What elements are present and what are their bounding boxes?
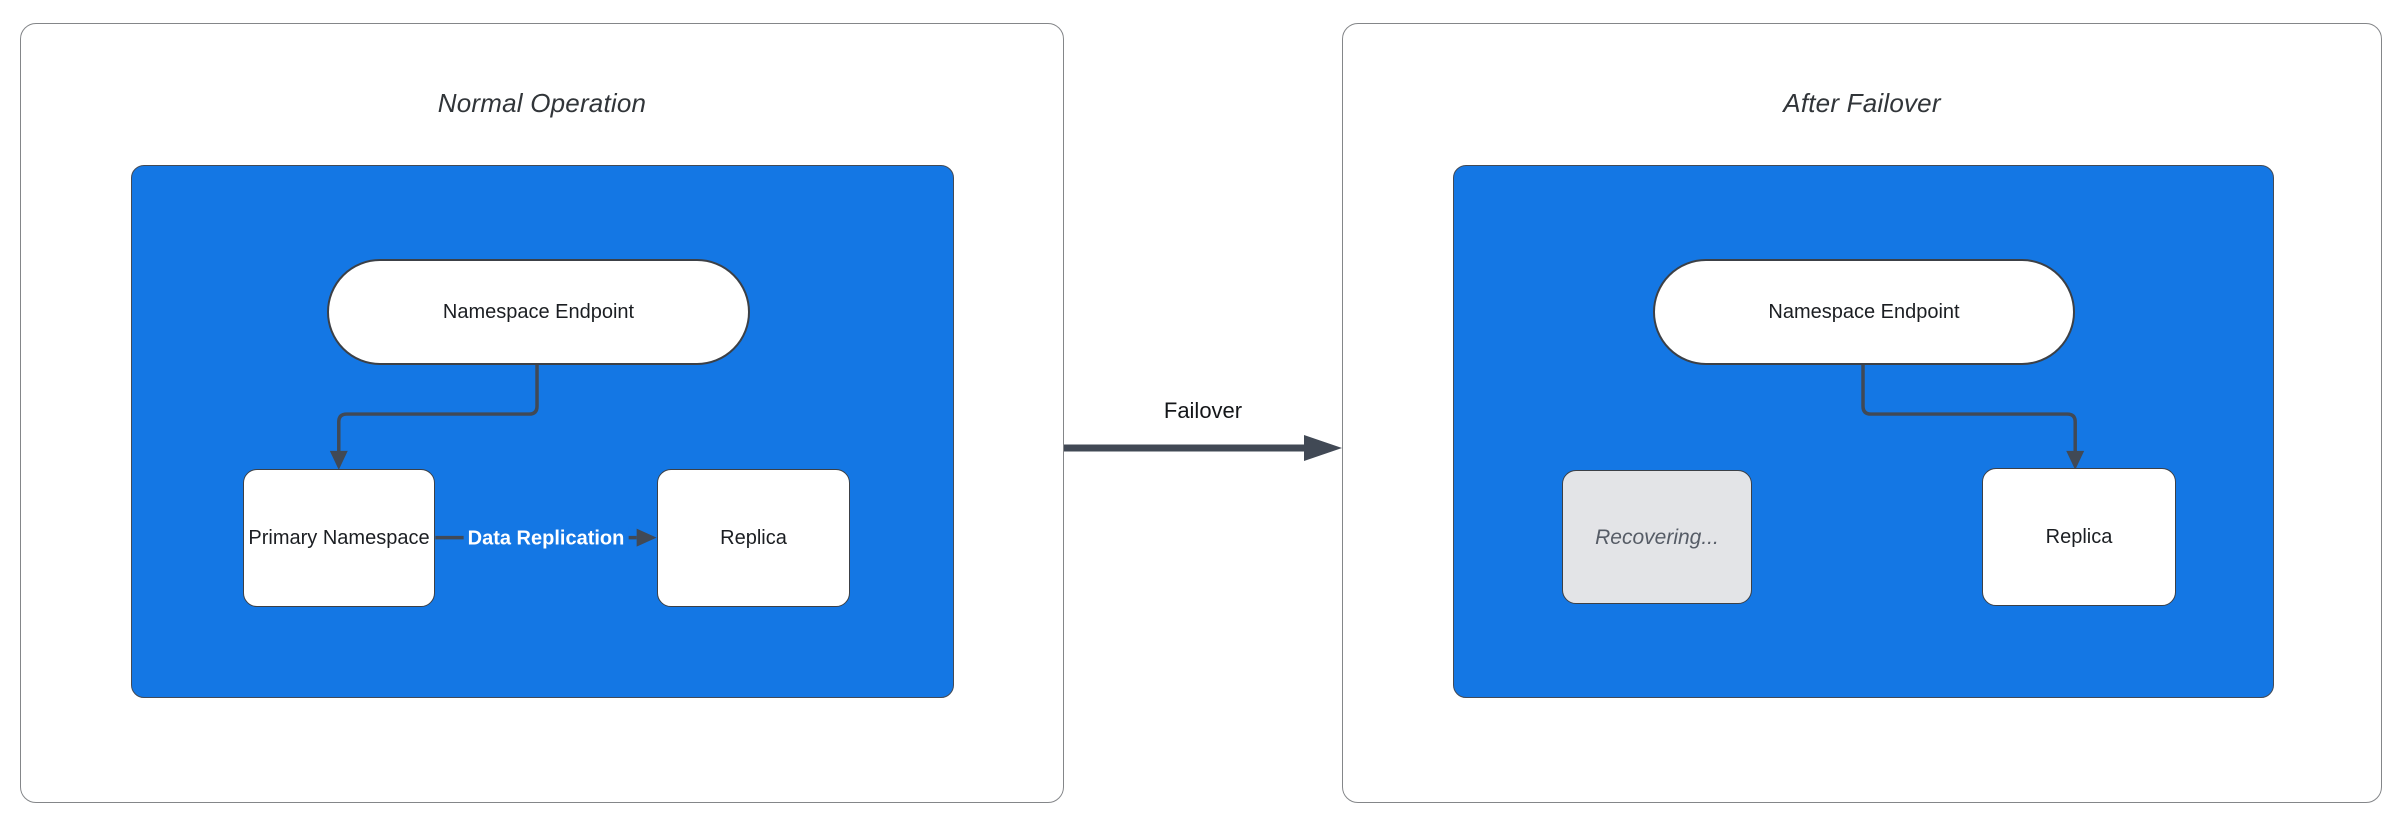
panel-normal-operation: Normal Operation Namespace Endpoint Prim… xyxy=(20,23,1064,803)
recovering-label: Recovering... xyxy=(1595,525,1719,549)
recovering-node: Recovering... xyxy=(1562,470,1752,604)
failover-transition: Failover xyxy=(1064,398,1342,468)
namespace-group-normal: Namespace Endpoint Primary Namespace Rep… xyxy=(131,165,954,698)
panel-after-failover: After Failover Namespace Endpoint Recove… xyxy=(1342,23,2382,803)
right-arrowhead-icon xyxy=(636,528,657,547)
namespace-endpoint-label-failover: Namespace Endpoint xyxy=(1768,300,1960,323)
replica-node-failover: Replica xyxy=(1982,468,2176,606)
failover-arrow-icon xyxy=(1064,435,1342,461)
endpoint-to-replica-connector xyxy=(1861,364,2077,453)
down-arrowhead-icon xyxy=(329,450,348,470)
panel-title-after-failover: After Failover xyxy=(1783,88,1941,118)
replica-node-normal: Replica xyxy=(657,469,850,607)
replica-label-normal: Replica xyxy=(720,526,787,549)
namespace-endpoint-node: Namespace Endpoint xyxy=(327,259,750,365)
data-replication-label: Data Replication xyxy=(463,526,629,552)
replica-label-failover: Replica xyxy=(2045,525,2113,548)
namespace-endpoint-node-failover: Namespace Endpoint xyxy=(1653,259,2075,365)
connector-lines-normal xyxy=(329,364,657,547)
failover-label: Failover xyxy=(1163,398,1243,423)
namespace-endpoint-label: Namespace Endpoint xyxy=(442,300,635,323)
endpoint-to-primary-connector xyxy=(337,364,539,453)
namespace-group-failover: Namespace Endpoint Recovering... Replica xyxy=(1453,165,2274,698)
panel-title-normal-operation: Normal Operation xyxy=(437,88,647,118)
primary-namespace-label: Primary Namespace xyxy=(248,526,430,549)
primary-namespace-node: Primary Namespace xyxy=(243,469,435,607)
connector-lines-failover xyxy=(1861,364,2085,470)
